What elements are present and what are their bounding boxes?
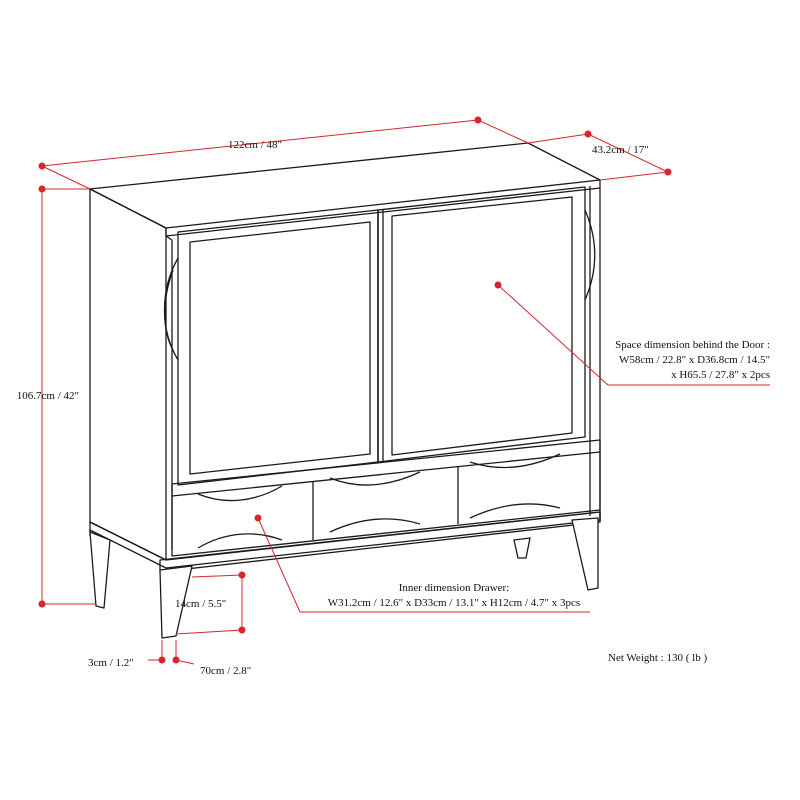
- leg-width-label: 3cm / 1.2": [88, 657, 134, 669]
- drawer-1-handle-bottom: [197, 533, 283, 549]
- front-right-leg: [571, 517, 599, 591]
- width-dimension-line: [41, 119, 479, 167]
- drawer-space-dims: W31.2cm / 12.6" x D33cm / 13.1" x H12cm …: [327, 597, 581, 609]
- back-right-leg: [513, 537, 531, 559]
- right-sliding-door: [377, 186, 596, 463]
- door-space-leader: [497, 284, 609, 386]
- door-space-wd: W58cm / 22.8" x D36.8cm / 14.5": [618, 354, 770, 366]
- cabinet-left-side: [89, 188, 167, 561]
- width-label: 122cm / 48": [228, 139, 282, 151]
- right-door-handle-cutout: [584, 209, 596, 301]
- net-weight-label: Net Weight : 130 ( lb ): [608, 652, 708, 664]
- door-space-note: Space dimension behind the Door : W58cm …: [590, 338, 770, 383]
- left-sliding-door: [163, 209, 379, 486]
- cabinet-top: [89, 142, 601, 229]
- front-left-leg: [159, 565, 193, 639]
- drawer-3-handle-bottom: [469, 503, 561, 519]
- door-space-title: Space dimension behind the Door :: [615, 339, 770, 351]
- dimension-lines: [38, 116, 770, 665]
- drawer-band: [171, 439, 601, 557]
- height-label: 106.7cm / 42": [16, 390, 79, 402]
- door-space-h: x H65.5 / 27.8" x 2pcs: [671, 369, 770, 381]
- drawer-2-handle-bottom: [329, 518, 421, 533]
- drawer-2-handle: [329, 471, 421, 486]
- cabinet-drawing: [89, 142, 601, 639]
- depth-label: 43.2cm / 17": [592, 144, 649, 156]
- leg-clearance-label: 14cm / 5.5": [175, 598, 227, 610]
- back-left-leg: [89, 531, 111, 609]
- drawer-space-note: Inner dimension Drawer: W31.2cm / 12.6" …: [294, 581, 614, 611]
- drawer-space-leader: [257, 517, 301, 613]
- drawer-space-title: Inner dimension Drawer:: [398, 582, 510, 594]
- leg-depth-label: 70cm / 2.8": [200, 665, 252, 677]
- drawer-1-handle: [197, 485, 283, 502]
- depth-dimension-line: [587, 133, 669, 173]
- drawer-3-handle: [469, 453, 561, 469]
